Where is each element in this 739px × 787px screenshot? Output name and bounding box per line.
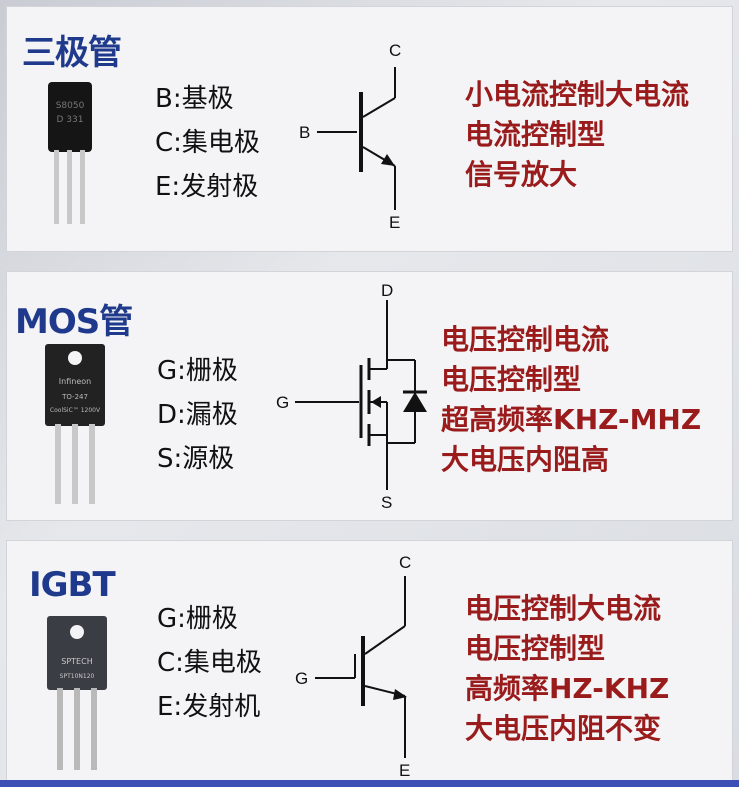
feature-item: 电压控制型: [441, 363, 582, 396]
terminal-label: G: [276, 393, 289, 412]
mos-panel: MOS管 Infineon TO-247 CoolSiC™ 1200V G:栅极…: [6, 271, 733, 521]
pin-label: S:源极: [157, 444, 235, 474]
feature-list: 电压控制大电流 电压控制型 高频率HZ-KHZ 大电压内阻不变: [465, 589, 669, 749]
pin-label: G:栅极: [157, 356, 238, 386]
feature-item: 电压控制电流: [441, 323, 610, 356]
bjt-package-image: S8050 D 331: [48, 82, 92, 224]
section-title: IGBT: [29, 565, 116, 605]
package-marking: TO-247: [61, 393, 88, 401]
bottom-accent-bar: [0, 780, 739, 787]
igbt-package-image: SPTECH SPT10N120: [47, 616, 107, 770]
package-marking: D 331: [57, 115, 84, 125]
pin-label: G:栅极: [157, 604, 238, 634]
pin-list: G:栅极 C:集电极 E:发射机: [157, 597, 262, 729]
feature-list: 电压控制电流 电压控制型 超高频率KHZ-MHZ 大电压内阻高: [441, 320, 701, 480]
section-title: MOS管: [15, 302, 133, 342]
section-title: 三极管: [22, 33, 122, 73]
package-marking: SPTECH: [61, 657, 92, 666]
feature-item: 大电压内阻高: [441, 443, 610, 476]
feature-item: 电压控制大电流: [465, 592, 662, 625]
terminal-label: C: [389, 41, 401, 60]
pin-list: G:栅极 D:漏极 S:源极: [157, 349, 238, 481]
feature-item: 电流控制型: [465, 118, 606, 151]
terminal-label: E: [389, 213, 400, 232]
pin-label: C:集电极: [157, 648, 262, 678]
terminal-label: G: [295, 669, 308, 688]
feature-list: 小电流控制大电流 电流控制型 信号放大: [465, 75, 689, 195]
terminal-label: B: [299, 123, 310, 142]
pin-list: B:基极 C:集电极 E:发射极: [155, 77, 260, 209]
feature-item: 小电流控制大电流: [465, 78, 690, 111]
feature-item: 电压控制型: [465, 632, 606, 665]
package-marking: Infineon: [59, 377, 91, 386]
pin-label: E:发射机: [157, 692, 261, 722]
bjt-panel: 三极管 S8050 D 331 B:基极 C:集电极 E:发射极 B C E 小…: [6, 6, 733, 252]
pin-label: D:漏极: [157, 400, 238, 430]
package-marking: SPT10N120: [60, 673, 95, 680]
terminal-label: S: [381, 493, 392, 512]
terminal-label: E: [399, 761, 410, 780]
package-marking: S8050: [56, 101, 85, 111]
feature-item: 大电压内阻不变: [465, 712, 662, 745]
feature-item: 高频率HZ-KHZ: [465, 672, 670, 705]
pin-label: E:发射极: [155, 172, 259, 202]
terminal-label: D: [381, 281, 393, 300]
terminal-label: C: [399, 553, 411, 572]
bjt-symbol: B C E: [299, 41, 401, 232]
pin-label: B:基极: [155, 84, 234, 114]
feature-item: 超高频率KHZ-MHZ: [441, 403, 702, 436]
igbt-symbol: G C E: [295, 553, 411, 780]
igbt-panel: IGBT SPTECH SPT10N120 G:栅极 C:集电极 E:发射机 G…: [6, 540, 733, 781]
pin-label: C:集电极: [155, 128, 260, 158]
mos-symbol: G D S: [276, 281, 427, 512]
feature-item: 信号放大: [465, 158, 578, 191]
mos-package-image: Infineon TO-247 CoolSiC™ 1200V: [45, 344, 105, 504]
package-marking: CoolSiC™ 1200V: [50, 407, 101, 414]
